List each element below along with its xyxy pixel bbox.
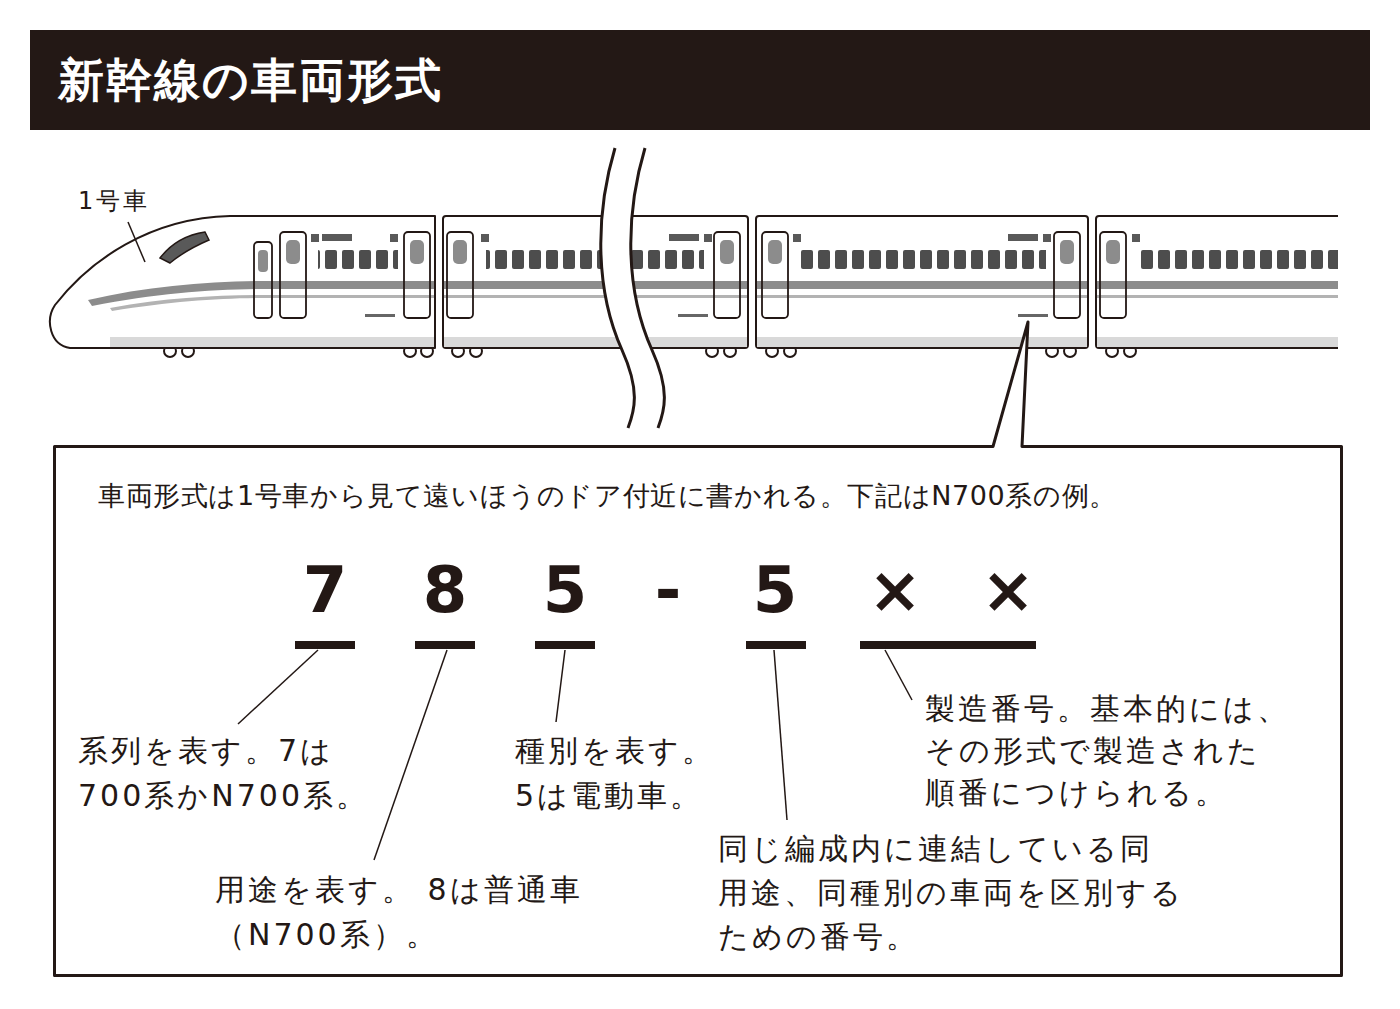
indicator	[311, 234, 319, 242]
doors	[254, 232, 1126, 318]
break-line	[631, 148, 665, 428]
indicators	[311, 234, 1140, 242]
leader-line	[128, 222, 145, 262]
underline	[860, 641, 1036, 649]
stripes	[88, 281, 1338, 311]
window-row	[318, 250, 398, 269]
door-window	[720, 240, 734, 264]
car-body	[756, 216, 1088, 348]
leader-line	[885, 650, 912, 700]
skirt	[444, 337, 747, 347]
break-gap	[601, 148, 665, 428]
code-separator: -	[655, 558, 682, 622]
stripe	[1097, 295, 1338, 298]
car-body	[1096, 216, 1338, 348]
code-digit: 8	[423, 558, 468, 622]
door	[447, 232, 473, 318]
indicator	[1043, 234, 1051, 242]
indicator	[669, 234, 699, 241]
indicator	[390, 234, 398, 242]
indicator	[481, 234, 489, 242]
skirt	[1097, 337, 1338, 347]
code-digit: ×	[981, 558, 1035, 622]
leader-line	[238, 650, 318, 724]
window-rows	[318, 250, 1338, 269]
indicator	[322, 234, 352, 241]
type-marks	[365, 314, 1048, 317]
door	[714, 232, 740, 318]
door-window	[1106, 240, 1120, 264]
intro-text: 車両形式は1号車から見て遠いほうのドア付近に書かれる。下記はN700系の例。	[98, 478, 1303, 514]
window-row	[1138, 250, 1338, 269]
type-mark	[1018, 314, 1048, 317]
leader-line	[374, 650, 447, 860]
door-window	[768, 240, 782, 264]
stripe	[757, 295, 1087, 298]
skirt	[110, 337, 434, 347]
skirts	[110, 337, 1338, 347]
title-band	[30, 30, 1370, 130]
door-window	[453, 240, 467, 264]
skirt	[757, 337, 1087, 347]
underline	[295, 641, 355, 649]
car-body	[443, 216, 748, 348]
type-mark	[365, 314, 395, 317]
code-digit: 7	[303, 558, 348, 622]
door	[280, 232, 306, 318]
title-text: 新幹線の車両形式	[58, 50, 443, 110]
code-digit: 5	[753, 558, 798, 622]
door-windows	[258, 240, 1120, 272]
door	[1054, 232, 1080, 318]
stripe	[757, 281, 1087, 289]
code-digit: 5	[543, 558, 588, 622]
side-panel	[254, 242, 272, 318]
annotation-note: 同じ編成内に連結している同 用途、同種別の車両を区別する ための番号。	[718, 827, 1198, 959]
door	[1100, 232, 1126, 318]
callout-box-border	[55, 322, 1342, 976]
underline	[415, 641, 475, 649]
lead-car-body	[50, 216, 435, 348]
indicator	[1132, 234, 1140, 242]
annotation-note: 製造番号。基本的には、 その形式で製造された 順番につけられる。	[925, 688, 1310, 814]
underline	[746, 641, 806, 649]
indicator	[793, 234, 801, 242]
stripe	[88, 281, 434, 306]
door-window	[286, 240, 300, 264]
stripe	[1097, 281, 1338, 289]
door-window	[410, 240, 424, 264]
indicator	[704, 234, 712, 242]
break-line	[601, 148, 635, 428]
door-window	[258, 250, 268, 272]
door	[404, 232, 430, 318]
annotation-note: 用途を表す。 8は普通車（N700系）。	[215, 867, 585, 957]
stripe	[444, 281, 747, 289]
door	[762, 232, 788, 318]
window-row	[486, 250, 704, 269]
leader-line	[556, 650, 565, 722]
car-label: 1号車	[78, 186, 150, 216]
window-row	[798, 250, 1046, 269]
stripe	[444, 295, 747, 298]
underline	[535, 641, 595, 649]
leader-line	[774, 650, 787, 820]
code-digit: ×	[868, 558, 922, 622]
annotation-note: 系列を表す。7は 700系かN700系。	[78, 728, 378, 818]
indicator	[1008, 234, 1038, 241]
annotation-note: 種別を表す。 5は電動車。	[515, 728, 740, 818]
windshield	[160, 232, 209, 263]
type-mark	[678, 314, 708, 317]
door-window	[1060, 240, 1074, 264]
